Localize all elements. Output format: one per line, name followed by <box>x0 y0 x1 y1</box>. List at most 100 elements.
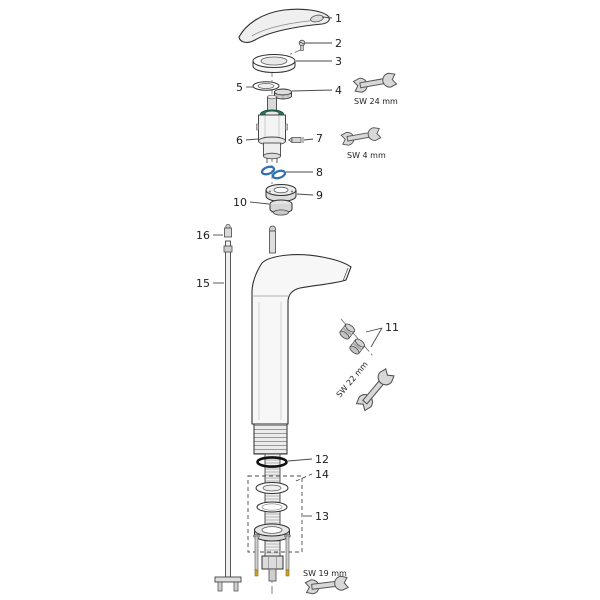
washer-ring-hole <box>261 503 283 511</box>
label-part-2: 2 <box>335 37 342 50</box>
part-screw-2 <box>298 39 306 51</box>
label-part-11: 11 <box>385 321 399 334</box>
oring-shape <box>256 456 288 468</box>
screw-body <box>291 137 302 143</box>
rod-tip-16 <box>224 227 232 238</box>
leader-12 <box>287 458 313 462</box>
retainer-screw-dot <box>291 190 293 193</box>
leader-lines <box>213 16 383 517</box>
mounting-shank <box>261 453 284 582</box>
leader-10 <box>249 201 270 205</box>
part-seal-8 <box>260 165 287 180</box>
retainer-screw-dot <box>269 190 271 193</box>
connector-bottom <box>349 345 360 355</box>
wrench-glyph <box>340 126 382 147</box>
leader-4 <box>291 89 333 92</box>
leader-11b <box>370 327 383 348</box>
screw-body <box>300 45 304 51</box>
part-retainer-9 <box>265 184 297 202</box>
handle-shape <box>238 8 330 43</box>
part-ring-3 <box>252 54 296 73</box>
wrench-label-sw24: SW 24 mm <box>354 97 398 106</box>
seal-loop-a <box>260 165 276 176</box>
spout-tip-line <box>342 267 349 282</box>
label-part-15: 15 <box>196 277 210 290</box>
label-part-4: 4 <box>335 84 342 97</box>
cartridge-tab <box>285 123 288 131</box>
aerator-top <box>274 88 292 96</box>
rod-foot-bar <box>214 576 242 583</box>
rod-prong <box>217 581 223 592</box>
wrench-glyph <box>352 71 398 94</box>
part-adapter-10 <box>269 199 293 216</box>
adapter-bottom <box>273 209 289 216</box>
screw-tip <box>287 136 293 144</box>
screw-brass-tip <box>254 569 259 577</box>
rod-collar <box>223 245 233 253</box>
retainer-hole <box>273 186 289 194</box>
body-outline <box>251 254 352 425</box>
label-part-8: 8 <box>316 166 323 179</box>
part-screw-7 <box>287 136 304 144</box>
leader-6 <box>245 138 259 141</box>
wrench-label-sw4: SW 4 mm <box>347 151 386 160</box>
part-handle-1 <box>238 8 330 43</box>
label-part-3: 3 <box>335 55 342 68</box>
part-oring-12 <box>256 456 288 468</box>
connector-b <box>349 338 366 355</box>
part-seal-5 <box>252 81 280 91</box>
seal-inner <box>257 83 275 89</box>
shank-nut <box>261 555 284 570</box>
leader-14 <box>295 473 313 482</box>
cartridge-lower-end <box>263 152 281 160</box>
group-box-13 <box>247 475 303 553</box>
label-part-16: 16 <box>196 229 210 242</box>
shank-tip <box>268 568 277 582</box>
connector-a <box>339 323 356 340</box>
label-part-5: 5 <box>236 81 243 94</box>
label-part-6: 6 <box>236 134 243 147</box>
cartridge-tab <box>256 123 259 131</box>
leader-1 <box>321 16 333 19</box>
connector-bottom <box>339 330 350 340</box>
rod-shaft-15 <box>225 240 231 578</box>
leader-9 <box>296 193 314 196</box>
part-cartridge-6 <box>256 94 288 163</box>
screw-brass-tip <box>285 569 290 577</box>
label-part-9: 9 <box>316 189 323 202</box>
wrench-icon-sw19 <box>304 575 349 596</box>
leader-7 <box>303 138 314 141</box>
rod-prong <box>233 581 239 592</box>
faucet-body <box>251 225 352 455</box>
wrench-icon-sw24 <box>352 71 398 94</box>
body-threads <box>253 423 288 455</box>
pull-rod-15-16 <box>214 223 242 592</box>
ring-hole <box>260 56 288 66</box>
clamp-screw-left <box>253 534 260 577</box>
label-part-13: 13 <box>315 510 329 523</box>
cartridge-stem-top <box>267 94 277 100</box>
leader-11a <box>365 327 383 333</box>
wrench-label-sw19: SW 19 mm <box>303 569 347 578</box>
clamp-hole <box>261 526 283 534</box>
clamp-screw-right <box>284 534 291 577</box>
connector-band <box>352 342 363 351</box>
wrench-label-sw22: SW 22 mm <box>335 360 370 400</box>
label-part-14: 14 <box>315 468 329 481</box>
mounting-set-13 <box>247 475 303 577</box>
connector-top <box>354 338 366 348</box>
screw-body <box>285 535 290 571</box>
label-part-12: 12 <box>315 453 329 466</box>
part-number-labels: 1 2 3 4 5 6 7 8 9 10 11 12 13 14 15 16 <box>196 12 399 523</box>
label-part-1: 1 <box>335 12 342 25</box>
connector-band <box>342 327 353 336</box>
screw-body <box>254 535 259 571</box>
seal-loop-b <box>271 169 287 180</box>
washer-flat-hole <box>262 484 282 492</box>
screw-slot <box>299 41 305 45</box>
label-part-7: 7 <box>316 132 323 145</box>
part-aerator-4 <box>274 88 292 100</box>
wrench-icon-sw4 <box>340 126 382 147</box>
